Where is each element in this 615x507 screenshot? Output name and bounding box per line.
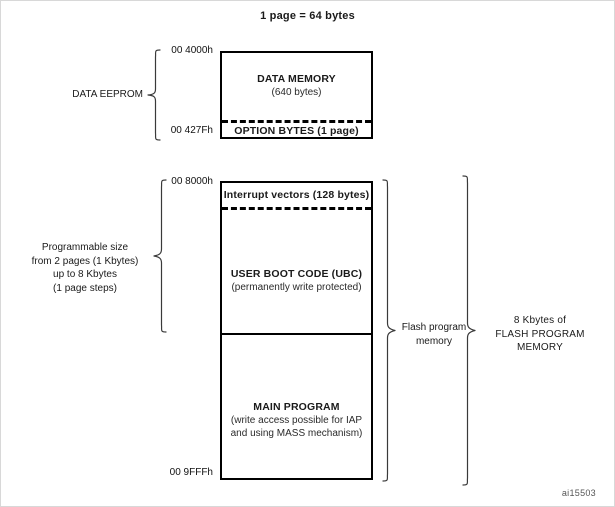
data-memory-block-size: (640 bytes) [271, 87, 322, 98]
option-bytes-divider [222, 120, 371, 123]
flash-program-memory-line-1: Flash program [401, 322, 467, 333]
option-bytes-block-title: OPTION BYTES (1 page) [234, 125, 359, 137]
flash-program-memory-label: Flash program memory [397, 321, 471, 348]
main-program-block-title: MAIN PROGRAM [253, 401, 340, 413]
flash-program-memory-line-2: memory [415, 335, 453, 347]
flash-total-size-line-1: 8 Kbytes of [513, 315, 567, 326]
data-eeprom-memory-box: DATA MEMORY (640 bytes) OPTION BYTES (1 … [220, 51, 373, 139]
programmable-size-line-4: (1 page steps) [53, 282, 117, 294]
flash-total-size-line-2: FLASH PROGRAM [495, 328, 585, 340]
flash-total-size-brace [462, 175, 476, 486]
programmable-size-label: Programmable size from 2 pages (1 Kbytes… [21, 241, 149, 295]
data-eeprom-label: DATA EEPROM [72, 89, 143, 100]
flash-program-memory-brace [382, 179, 396, 482]
figure-title: 1 page = 64 bytes [260, 10, 355, 22]
programmable-size-line-1: Programmable size [41, 242, 129, 253]
flash-total-size-label: 8 Kbytes of FLASH PROGRAM MEMORY [477, 314, 603, 355]
user-boot-code-note: (permanently write protected) [231, 282, 362, 293]
programmable-size-line-2: from 2 pages (1 Kbytes) [31, 255, 139, 267]
figure-id-label: ai15503 [561, 488, 596, 498]
flash-start-address: 00 8000h [171, 176, 213, 187]
flash-memory-box: Interrupt vectors (128 bytes) USER BOOT … [220, 181, 373, 480]
data-eeprom-start-address: 00 4000h [171, 45, 213, 56]
programmable-size-line-3: up to 8 Kbytes [53, 269, 117, 280]
main-program-note-line-1: (write access possible for IAP [230, 415, 363, 426]
flash-total-size-line-3: MEMORY [516, 342, 564, 353]
programmable-size-brace [153, 179, 167, 333]
data-memory-block-title: DATA MEMORY [257, 73, 336, 85]
ubc-main-program-divider [222, 333, 371, 335]
flash-end-address: 00 9FFFh [169, 467, 213, 478]
interrupt-vectors-block-title: Interrupt vectors (128 bytes) [223, 189, 370, 201]
main-program-note-line-2: and using MASS mechanism) [230, 428, 363, 439]
data-eeprom-brace [147, 49, 161, 141]
data-eeprom-end-address: 00 427Fh [170, 125, 213, 136]
user-boot-code-block-title: USER BOOT CODE (UBC) [230, 268, 363, 280]
interrupt-vectors-divider [222, 207, 371, 210]
